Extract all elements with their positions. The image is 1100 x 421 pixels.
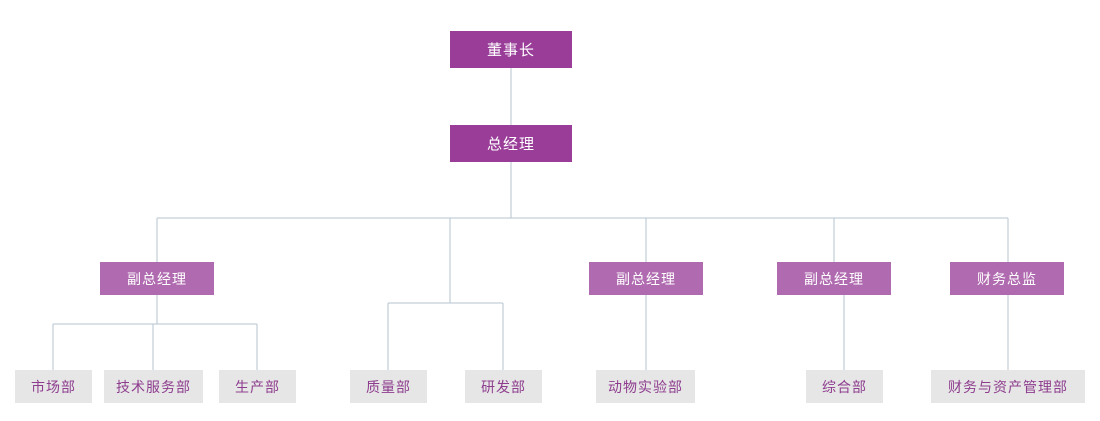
node-general-affairs-department[interactable]: 综合部 xyxy=(806,370,883,403)
node-deputy-general-manager-1[interactable]: 副总经理 xyxy=(100,262,214,295)
node-production-department[interactable]: 生产部 xyxy=(219,370,296,403)
node-deputy-general-manager-3[interactable]: 副总经理 xyxy=(777,262,891,295)
node-rd-department[interactable]: 研发部 xyxy=(465,370,542,403)
node-finance-director[interactable]: 财务总监 xyxy=(950,262,1064,295)
node-marketing-department[interactable]: 市场部 xyxy=(15,370,92,403)
node-quality-department[interactable]: 质量部 xyxy=(350,370,427,403)
node-technical-service-department[interactable]: 技术服务部 xyxy=(104,370,203,403)
node-deputy-general-manager-2[interactable]: 副总经理 xyxy=(589,262,703,295)
node-chairman[interactable]: 董事长 xyxy=(450,31,572,68)
node-general-manager[interactable]: 总经理 xyxy=(450,125,572,162)
node-animal-lab-department[interactable]: 动物实验部 xyxy=(596,370,695,403)
node-finance-asset-management-department[interactable]: 财务与资产管理部 xyxy=(931,370,1085,403)
